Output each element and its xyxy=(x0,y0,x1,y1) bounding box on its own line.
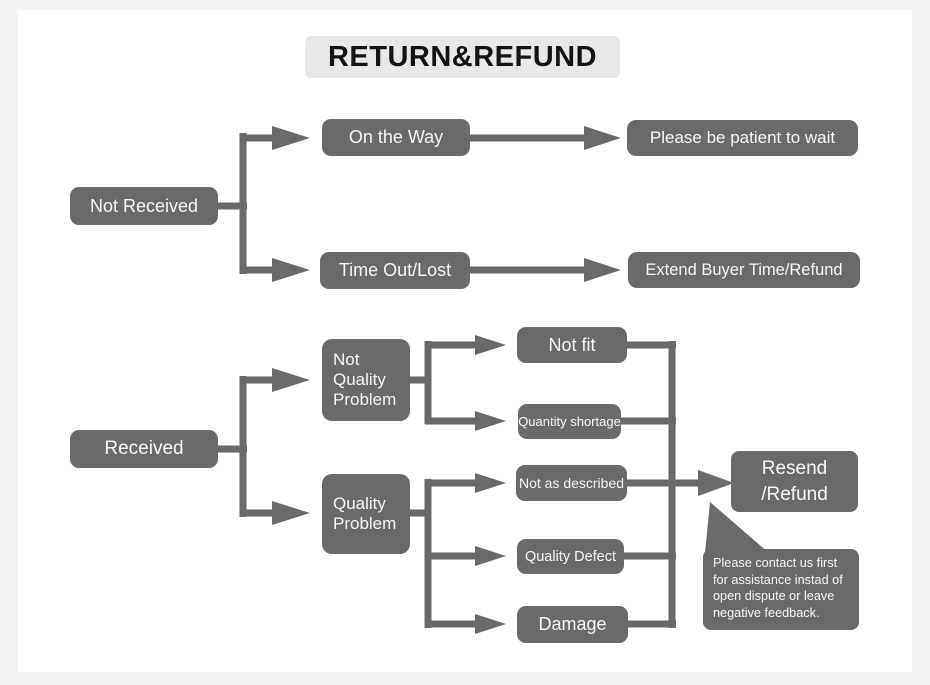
node-damage: Damage xyxy=(517,606,628,643)
branch-received xyxy=(218,368,310,525)
node-on-the-way: On the Way xyxy=(322,119,470,156)
collector-to-resend xyxy=(619,341,734,628)
arrow-timeout-to-extend xyxy=(470,258,621,282)
fan-quality-problem xyxy=(410,473,506,634)
node-quality-problem: Quality Problem xyxy=(322,474,410,554)
note-bubble: Please contact us first for assistance i… xyxy=(703,549,859,630)
node-not-fit: Not fit xyxy=(517,327,627,363)
node-time-out-lost: Time Out/Lost xyxy=(320,252,470,289)
node-resend-refund: Resend /Refund xyxy=(731,451,858,512)
node-received: Received xyxy=(70,430,218,468)
node-extend-buyer-time-refund: Extend Buyer Time/Refund xyxy=(628,252,860,288)
node-not-as-described: Not as described xyxy=(516,465,627,501)
node-quality-defect: Quality Defect xyxy=(517,539,624,574)
arrow-on-the-way-to-wait xyxy=(470,126,621,150)
note-bubble-tail xyxy=(705,502,769,553)
node-please-be-patient: Please be patient to wait xyxy=(627,120,858,156)
node-not-received: Not Received xyxy=(70,187,218,225)
branch-not-received xyxy=(218,126,310,282)
node-quantity-shortage: Quantity shortage xyxy=(518,404,621,439)
node-not-quality-problem: Not Quality Problem xyxy=(322,339,410,421)
fan-not-quality-problem xyxy=(410,335,506,431)
page-title: RETURN&REFUND xyxy=(305,36,620,78)
